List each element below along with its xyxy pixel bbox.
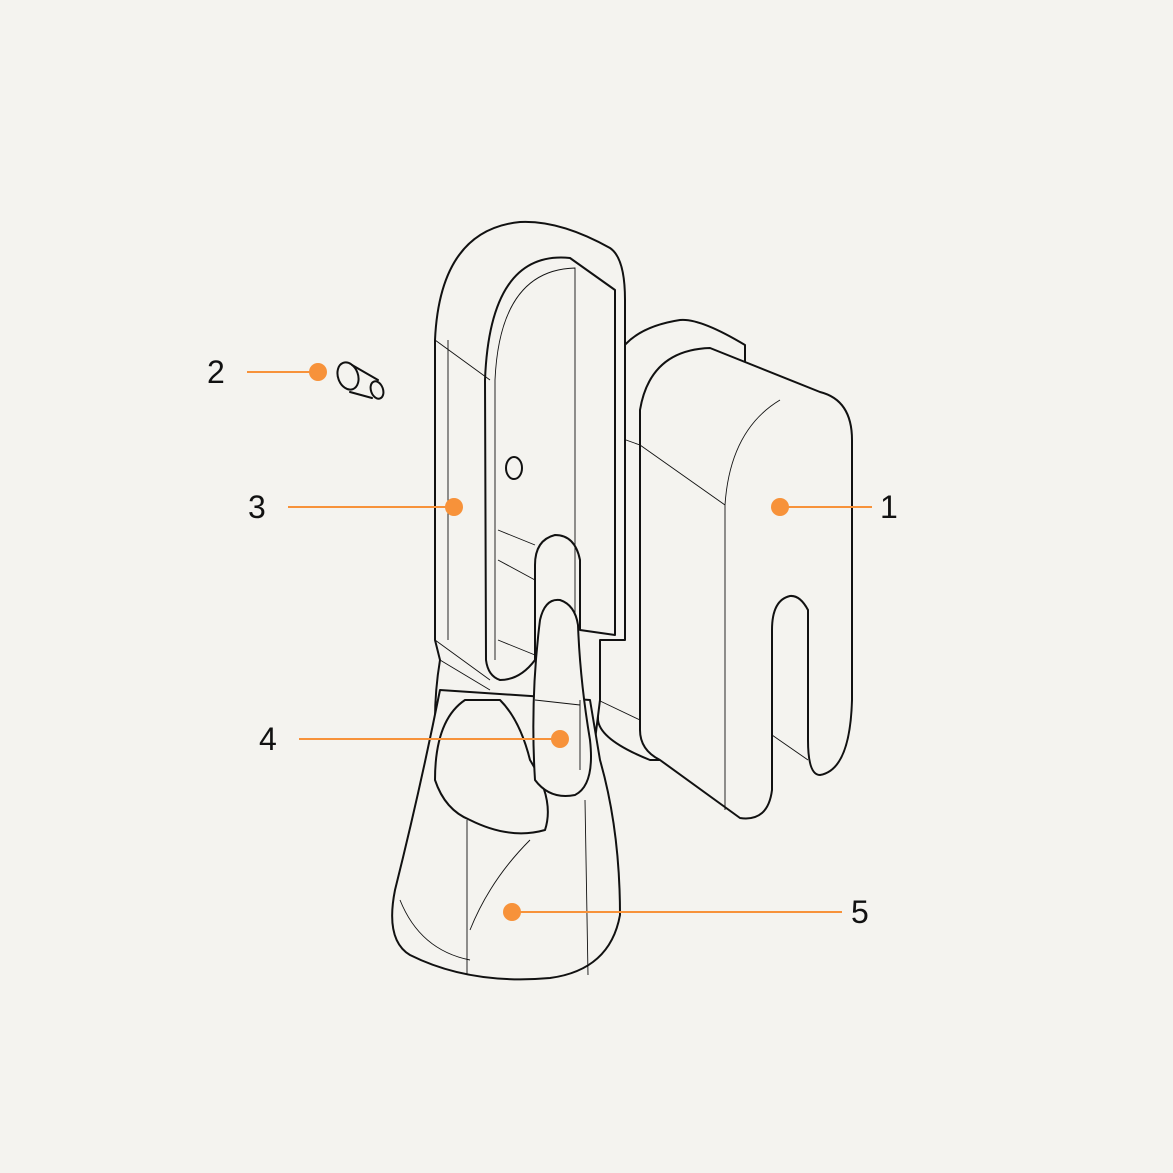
part-screw bbox=[336, 361, 385, 400]
callout-5: 5 bbox=[503, 894, 869, 930]
callout-number: 1 bbox=[880, 489, 898, 525]
callout-3: 3 bbox=[248, 489, 463, 525]
part-cover bbox=[597, 318, 853, 820]
callout-2: 2 bbox=[207, 354, 327, 390]
callout-number: 2 bbox=[207, 354, 225, 390]
callout-1: 1 bbox=[771, 489, 898, 525]
callout-number: 5 bbox=[851, 894, 869, 930]
callout-number: 4 bbox=[259, 721, 277, 757]
part-insert bbox=[532, 598, 592, 797]
callout-number: 3 bbox=[248, 489, 266, 525]
callout-4: 4 bbox=[259, 721, 569, 757]
